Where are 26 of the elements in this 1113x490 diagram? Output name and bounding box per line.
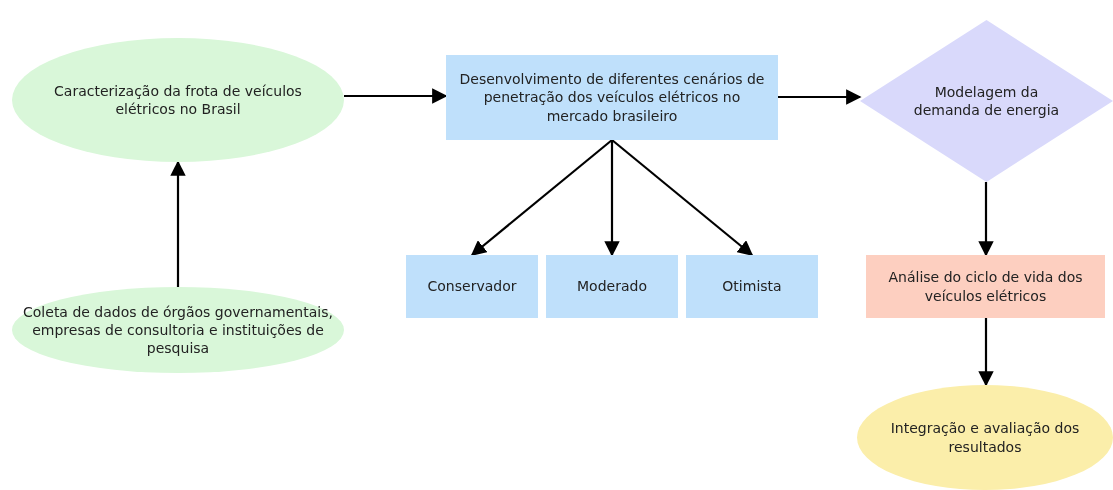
arrow (978, 318, 994, 387)
process-box (446, 55, 778, 140)
arrow (344, 88, 448, 104)
arrow (470, 139, 613, 256)
process-box (866, 255, 1105, 318)
process-box (686, 255, 818, 318)
arrow (170, 160, 186, 287)
node-label: Análise do ciclo de vida dos veículos elétricos (887, 268, 1084, 305)
node-label: Desenvolvimento de diferentes cenários de penetração dos veículos elétricos no mercado brasileiro (458, 70, 766, 125)
node-label: Coleta de dados de órgãos governamentais, empresas de consultoria e instituições de pesquisa (22, 302, 334, 358)
node-label: Conservador (427, 277, 517, 296)
node-label: Modelagem da demanda de energia (912, 82, 1061, 120)
process-ellipse (12, 38, 344, 162)
node-label: Moderado (577, 277, 647, 296)
decision-diamond (860, 20, 1113, 182)
node-label: Caracterização da frota de veículos elétricos no Brasil (53, 81, 303, 119)
process-box (546, 255, 678, 318)
arrow (604, 140, 620, 257)
process-box (406, 255, 538, 318)
arrow (978, 182, 994, 257)
process-ellipse (12, 287, 344, 373)
arrow (611, 139, 754, 256)
terminal-ellipse (857, 385, 1113, 490)
node-label: Integração e avaliação dos resultados (889, 419, 1081, 456)
node-label: Otimista (722, 277, 782, 296)
arrow (778, 89, 862, 105)
